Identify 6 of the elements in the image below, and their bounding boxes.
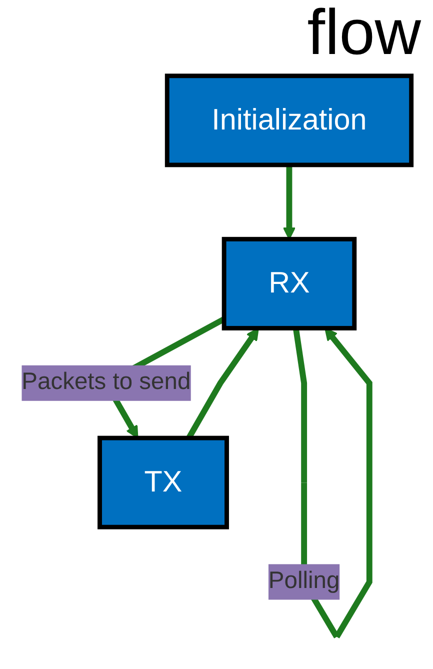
node-box: Initialization: [164, 74, 414, 168]
node-box: RX: [222, 236, 357, 330]
title: flow: [306, 0, 421, 64]
edge-label: Packets to send: [22, 370, 191, 395]
node-box: TX: [98, 436, 229, 530]
edge-label: Polling: [268, 568, 340, 594]
